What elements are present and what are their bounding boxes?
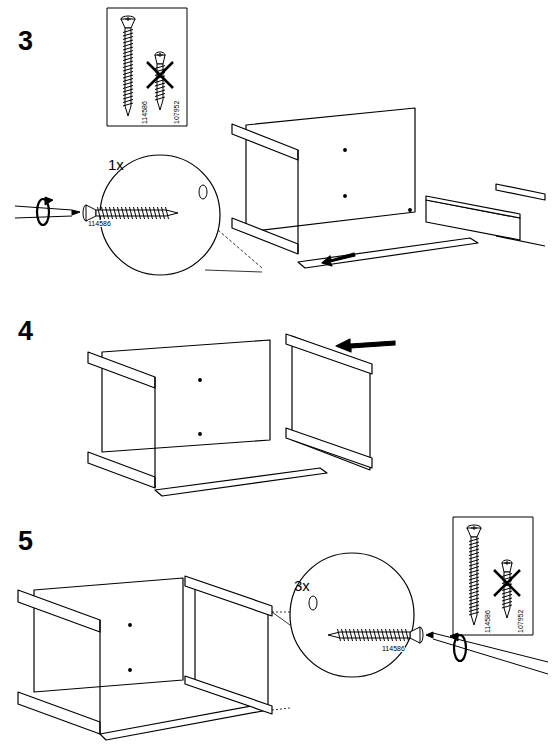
screwdriver: [433, 633, 548, 674]
step-number: 5: [18, 528, 33, 555]
part-number: 107952: [517, 610, 524, 633]
step-number: 4: [18, 318, 33, 345]
screwdriver: [15, 197, 72, 225]
fastener-box: 114586 107952: [107, 8, 187, 126]
part-number: 114586: [484, 610, 491, 633]
detail-circle: 1x114586: [98, 150, 222, 280]
part-number: 107952: [173, 101, 180, 124]
screw: [83, 205, 178, 221]
step-number: 3: [18, 28, 33, 55]
screw: [121, 16, 135, 116]
part-number: 114586: [141, 101, 148, 124]
detail-circle: 3x 114586: [288, 553, 418, 679]
fastener-box: 114586 107952: [453, 517, 533, 635]
screw: [494, 560, 520, 618]
part-number: 114586: [88, 220, 111, 227]
screw: [467, 525, 481, 625]
screw: [147, 52, 173, 110]
screw: [328, 627, 423, 643]
part-number: 114586: [382, 645, 405, 652]
quantity: 1x: [108, 156, 124, 173]
quantity: 3x: [294, 577, 310, 594]
